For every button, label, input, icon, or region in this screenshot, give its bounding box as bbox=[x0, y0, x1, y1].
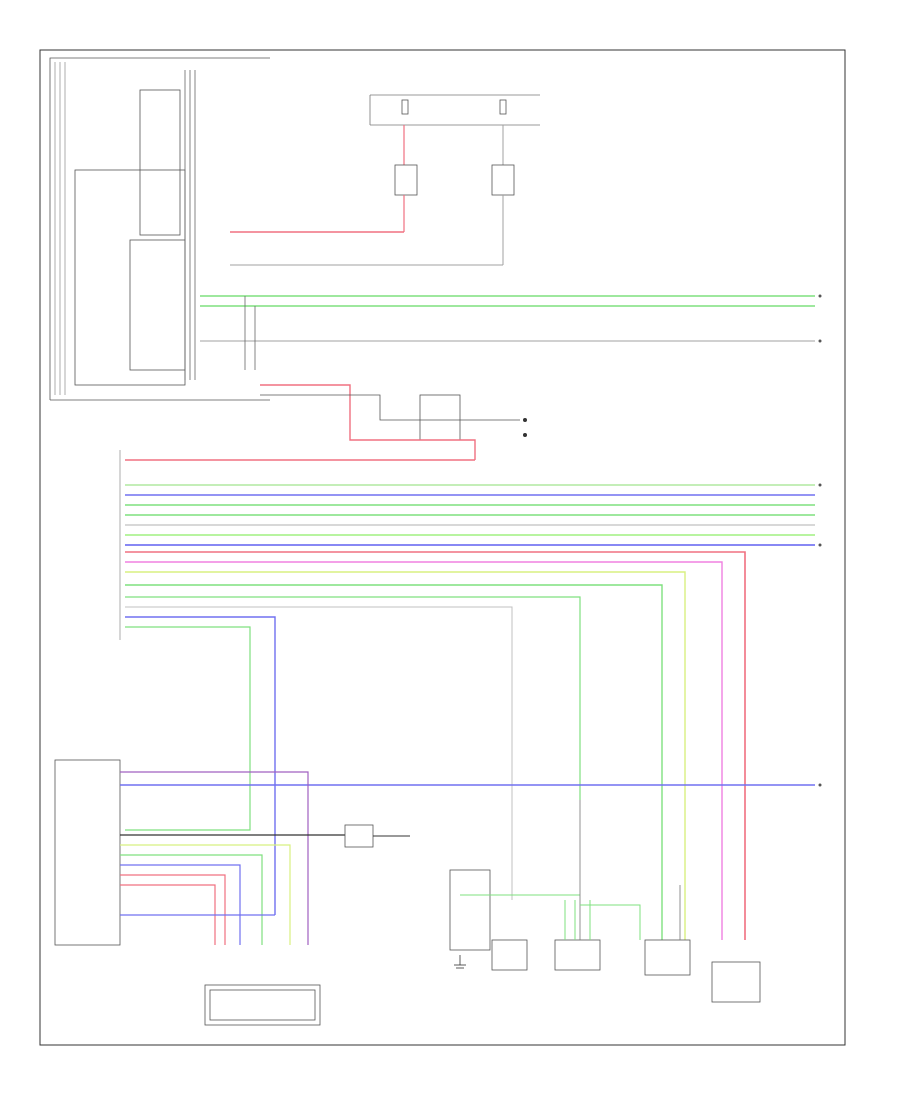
right-edge-connectors bbox=[818, 294, 822, 787]
green-bus bbox=[200, 295, 815, 370]
horizontal-wire-bundle bbox=[125, 459, 815, 940]
relay-top-2 bbox=[491, 125, 515, 265]
lower-control-module bbox=[54, 759, 121, 946]
connector-icon bbox=[523, 418, 527, 422]
relay-top-1 bbox=[394, 125, 418, 232]
connector-icon bbox=[818, 339, 822, 343]
connector-icon bbox=[818, 543, 822, 547]
wire-purple bbox=[120, 771, 309, 945]
fuse-icon bbox=[499, 99, 507, 115]
bottom-right-components bbox=[449, 800, 761, 1003]
diagram-frame bbox=[39, 49, 846, 1046]
ground-icon bbox=[454, 955, 466, 969]
control-module-block bbox=[49, 57, 270, 401]
bottom-connector-left bbox=[204, 984, 321, 1026]
connector-icon bbox=[818, 783, 822, 787]
fuse-icon bbox=[401, 99, 409, 115]
connector-icon bbox=[818, 483, 822, 487]
lower-wires bbox=[120, 834, 345, 945]
connector-icon bbox=[818, 294, 822, 298]
fuse-block-top bbox=[369, 94, 540, 126]
connector-icon bbox=[523, 433, 527, 437]
middle-relay bbox=[260, 384, 527, 460]
sensor-block bbox=[344, 824, 374, 848]
